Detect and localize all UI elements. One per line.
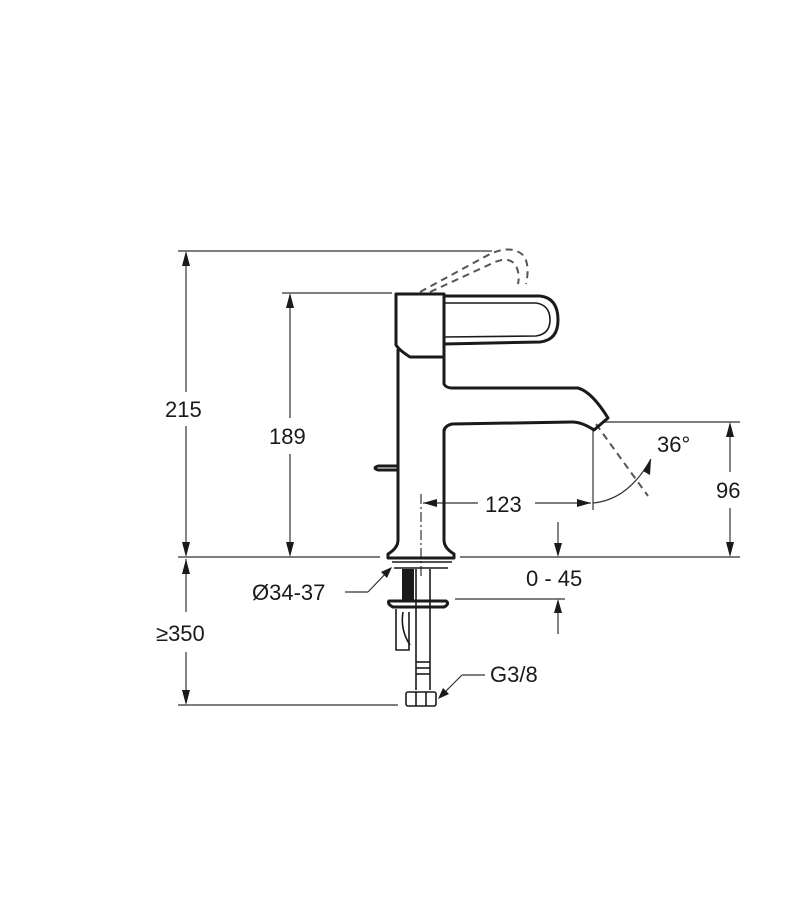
label-350: ≥350 [156,621,205,646]
label-215: 215 [165,397,202,422]
leader-thread: G3/8 [438,662,538,699]
tap-body [373,248,610,569]
label-thread: G3/8 [490,662,538,687]
mounting-hardware [387,569,450,707]
dimension-deck-thickness: 0 - 45 [526,522,582,634]
dimension-spray-angle: 36° [592,423,690,504]
leader-hole-diameter: Ø34-37 [252,567,392,605]
extension-lines [178,250,740,706]
label-0-45: 0 - 45 [526,566,582,591]
label-96: 96 [716,478,740,503]
dimension-reach: 123 [420,428,594,578]
label-123: 123 [485,492,522,517]
label-36-degrees: 36° [657,432,690,457]
dimension-outlet-height: 96 [716,422,740,557]
label-189: 189 [269,424,306,449]
dimension-total-height: 215 [165,251,202,557]
label-hole-diameter: Ø34-37 [252,580,325,605]
dimension-body-height: 189 [269,293,306,557]
dimension-hose-length: ≥350 [156,559,205,705]
